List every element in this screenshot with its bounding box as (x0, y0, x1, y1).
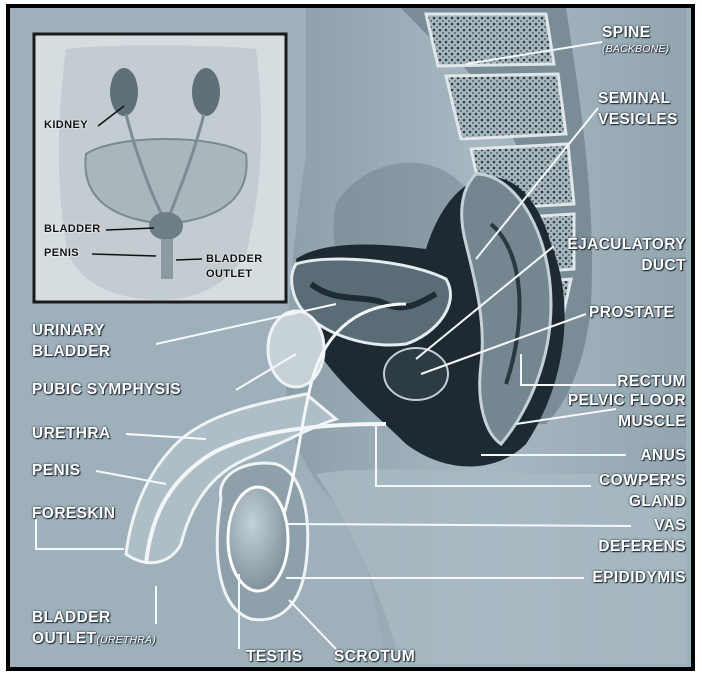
label-bladder-outlet-line1: BLADDER (32, 609, 111, 626)
label-pubic-symphysis: PUBIC SYMPHYSIS (32, 379, 181, 400)
label-rectum: RECTUM (586, 371, 686, 392)
prostate-gland (384, 348, 448, 400)
inset-kidney-right (192, 68, 220, 116)
label-spine-text: SPINE (602, 24, 651, 41)
inset-label-penis: PENIS (44, 246, 79, 261)
inset-label-bladder-text: BLADDER (44, 223, 101, 235)
label-urinary-line2: BLADDER (32, 343, 111, 360)
label-pubic-symphysis-text: PUBIC SYMPHYSIS (32, 381, 181, 398)
label-ejaculatory-line1: EJACULATORY (567, 236, 686, 253)
label-foreskin-text: FORESKIN (32, 505, 115, 522)
label-pelvic-line2: MUSCLE (618, 413, 686, 430)
testis-body (228, 487, 288, 591)
label-vas-line2: DEFERENS (598, 538, 686, 555)
pubic-bone (268, 311, 324, 387)
label-urethra-text: URETHRA (32, 425, 111, 442)
label-prostate-text: PROSTATE (589, 304, 674, 321)
inset-label-bladder-outlet: BLADDER OUTLET (206, 252, 263, 282)
inset-penis (161, 239, 173, 279)
label-testis: TESTIS (246, 646, 303, 667)
label-pelvic-floor-muscle: PELVIC FLOOR MUSCLE (546, 390, 686, 432)
label-penis: PENIS (32, 460, 81, 481)
inset-label-bladder-outlet-line1: BLADDER (206, 253, 263, 265)
label-scrotum: SCROTUM (334, 646, 415, 667)
inset-label-kidney-text: KIDNEY (44, 119, 88, 131)
label-cowpers-gland: COWPER'S GLAND (578, 470, 686, 512)
label-seminal-line2: VESICLES (598, 111, 678, 128)
label-seminal-line1: SEMINAL (598, 90, 671, 107)
label-cowpers-line2: GLAND (629, 493, 686, 510)
label-spine: SPINE (BACKBONE) (602, 22, 669, 55)
label-vas-line1: VAS (654, 517, 686, 534)
label-anus-text: ANUS (640, 447, 686, 464)
label-scrotum-text: SCROTUM (334, 648, 415, 665)
label-epididymis: EPIDIDYMIS (578, 567, 686, 588)
label-testis-text: TESTIS (246, 648, 303, 665)
label-seminal-vesicles: SEMINAL VESICLES (598, 88, 678, 130)
label-cowpers-line1: COWPER'S (599, 472, 686, 489)
label-bladder-outlet-sub: (URETHRA) (96, 634, 156, 646)
label-spine-sub: (BACKBONE) (602, 43, 669, 55)
label-anus: ANUS (606, 445, 686, 466)
label-foreskin: FORESKIN (32, 503, 115, 524)
inset-label-bladder-outlet-line2: OUTLET (206, 268, 252, 280)
label-urinary-bladder: URINARY BLADDER (32, 320, 111, 362)
vertebra-2 (446, 74, 566, 139)
label-ejaculatory-line2: DUCT (641, 257, 686, 274)
label-pelvic-line1: PELVIC FLOOR (568, 392, 686, 409)
inset-bladder (149, 212, 183, 240)
inset-label-bladder: BLADDER (44, 222, 101, 237)
label-penis-text: PENIS (32, 462, 81, 479)
inset-label-penis-text: PENIS (44, 247, 79, 259)
label-epididymis-text: EPIDIDYMIS (592, 569, 686, 586)
label-urinary-line1: URINARY (32, 322, 105, 339)
label-bladder-outlet-line2: OUTLET (32, 630, 96, 647)
label-prostate: PROSTATE (589, 302, 674, 323)
label-rectum-text: RECTUM (617, 373, 686, 390)
inset-label-kidney: KIDNEY (44, 118, 88, 133)
inset-kidney-left (110, 68, 138, 116)
vertebra-1 (426, 14, 554, 66)
diagram-frame: SPINE (BACKBONE) SEMINAL VESICLES EJACUL… (6, 4, 695, 671)
label-bladder-outlet: BLADDER OUTLET(URETHRA) (32, 607, 156, 651)
label-ejaculatory-duct: EJACULATORY DUCT (550, 234, 686, 276)
label-vas-deferens: VAS DEFERENS (596, 515, 686, 557)
label-urethra: URETHRA (32, 423, 111, 444)
